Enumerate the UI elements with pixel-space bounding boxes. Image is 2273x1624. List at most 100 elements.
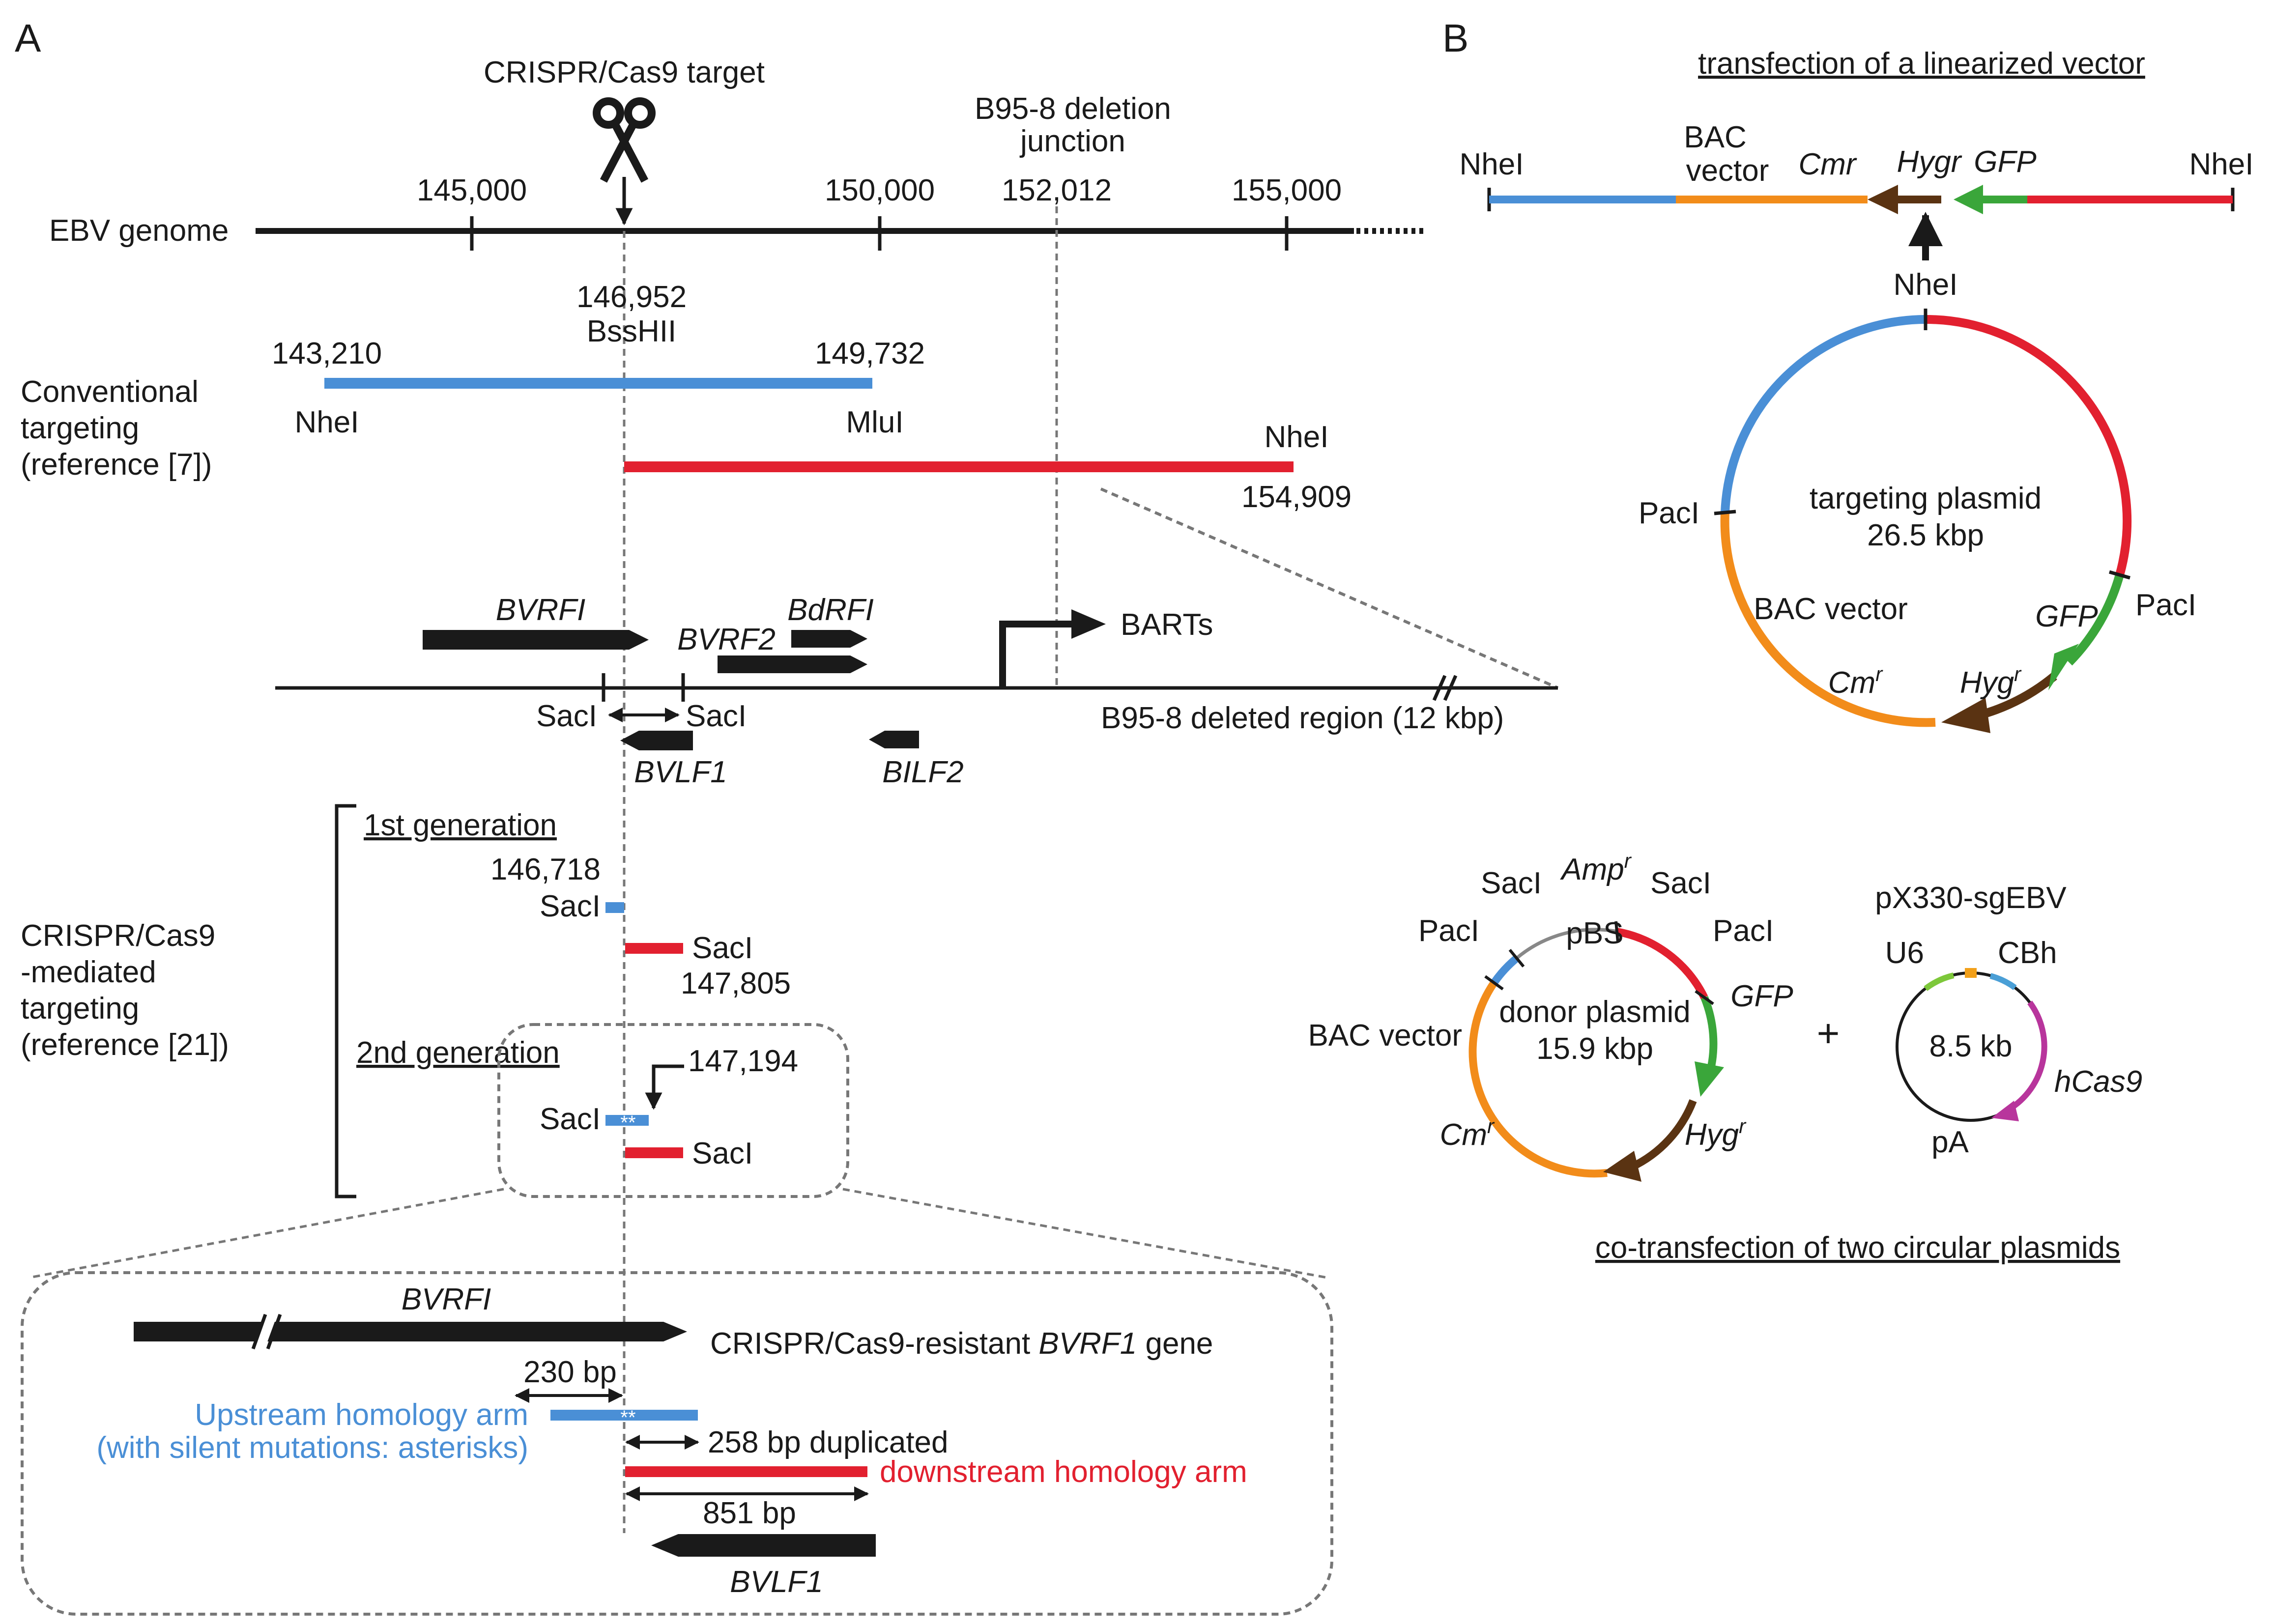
saci-g1-right: SacI (692, 931, 753, 965)
zoom-line-right (842, 1188, 1327, 1279)
px-hcas9-arc (2004, 1000, 2047, 1114)
bilf2-gene-arrow (869, 731, 919, 748)
crispr-label-1: CRISPR/Cas9 (21, 919, 215, 953)
zoom-line-left (29, 1188, 504, 1279)
break-mark (1432, 675, 1447, 701)
inset-box (21, 1271, 1333, 1616)
gen1-heading: 1st generation (364, 808, 557, 842)
dp-label-1: donor plasmid (1499, 995, 1690, 1029)
dp-saci-right: SacI (1650, 866, 1711, 900)
tp-paci-tick-left (1714, 510, 1736, 515)
resistant-gene-label: CRISPR/Cas9-resistant BVRF1 gene (710, 1327, 1213, 1361)
gen2-asterisks: ** (620, 1112, 635, 1134)
inset-break-mark (251, 1313, 267, 1350)
px330-plasmid (1896, 971, 2047, 1122)
lin-cmr-label: Cmr (1798, 147, 1857, 181)
dp-paci-right: PacI (1713, 914, 1774, 948)
pos-146718: 146,718 (490, 853, 601, 886)
dp-saci-left: SacI (1481, 866, 1542, 900)
panel-a-letter: A (15, 16, 41, 60)
tp-hygr-label: Hygr (1960, 662, 2022, 700)
crispr-label-2: -mediated (21, 955, 156, 989)
mlui-label: MluI (846, 405, 903, 439)
targeting-plasmid (1720, 315, 2131, 727)
px-cbh-arc (1989, 973, 2017, 990)
conv-label-3: (reference [7]) (21, 448, 212, 482)
tick-label-145000: 145,000 (417, 173, 527, 207)
tp-label-2: 26.5 kbp (1867, 518, 1984, 552)
tp-gfp-arc (2066, 573, 2124, 666)
barts-label: BARTs (1121, 608, 1213, 642)
saci-g2-right: SacI (692, 1137, 753, 1170)
px-hcas9-label: hCas9 (2054, 1065, 2142, 1099)
dp-paci-left: PacI (1418, 914, 1479, 948)
tp-red-arc (1925, 315, 2131, 576)
px330-label: pX330-sgEBV (1875, 881, 2067, 915)
dp-gfp-arc (1700, 996, 1718, 1072)
pos-147805: 147,805 (681, 967, 791, 1000)
lin-hygr-arrowhead (1868, 185, 1898, 214)
lin-nhei-right: NheI (2189, 147, 2254, 181)
saci-label-left: SacI (536, 699, 597, 733)
deletion-junction-label-1: B95-8 deletion (975, 92, 1171, 126)
cotrans-title: co-transfection of two circular plasmids (1595, 1231, 2120, 1265)
bdrfi-gene-arrow (791, 630, 867, 648)
guide-zoom (1100, 487, 1559, 689)
crispr-bracket (335, 804, 356, 1198)
bp230-label: 230 bp (523, 1355, 617, 1389)
circle-nhei-label: NheI (1894, 268, 1958, 302)
dp-ampr-label: Ampr (1559, 849, 1632, 886)
dp-bac-label: BAC vector (1308, 1019, 1462, 1053)
lin-nhei-left: NheI (1460, 147, 1524, 181)
conv-label-1: Conventional (21, 375, 199, 409)
tp-paci-right: PacI (2135, 588, 2196, 622)
crispr-label-4: (reference [21]) (21, 1028, 229, 1062)
lin-bac-label-2: vector (1686, 154, 1769, 188)
px-sgrna-box (1965, 968, 1977, 978)
tp-gfp-arrowhead (2048, 644, 2079, 690)
inset-break (256, 1315, 276, 1348)
crispr-target-label: CRISPR/Cas9 target (484, 56, 765, 89)
deletion-junction-label-2: junction (1019, 124, 1125, 158)
lin-bac-label-1: BAC (1684, 120, 1746, 154)
upstream-arm-label-2: (with silent mutations: asterisks) (96, 1431, 528, 1465)
pos-147194: 147,194 (688, 1044, 798, 1078)
nhei-label-1: NheI (295, 405, 359, 439)
plus-sign: + (1817, 1011, 1840, 1055)
dp-hygr-label: Hygr (1685, 1114, 1747, 1152)
bvrf2-gene-arrow (718, 655, 867, 673)
dp-paci-tick-right (1695, 990, 1714, 1005)
bp851-label: 851 bp (703, 1496, 796, 1530)
dp-gfp-arrowhead (1695, 1061, 1724, 1097)
bdrfi-label: BdRFI (787, 593, 874, 627)
dp-saci-tick-left (1508, 949, 1525, 968)
tp-label-1: targeting plasmid (1810, 482, 2042, 515)
inset-bvrfi-label: BVRFI (402, 1282, 491, 1316)
bvrf2-label: BVRF2 (677, 623, 776, 656)
donor-plasmid (1468, 928, 1718, 1178)
crispr-label-3: targeting (21, 992, 139, 1026)
pos-143210: 143,210 (272, 337, 382, 370)
bvrfi-gene-arrow (423, 630, 649, 650)
dp-saci-tick-right (1614, 921, 1619, 942)
dp-pbs-label: pBS (1566, 916, 1623, 950)
deleted-region-label: B95-8 deleted region (12 kbp) (1101, 701, 1504, 735)
saci-g2-left: SacI (540, 1102, 601, 1136)
genome-label: EBV genome (49, 214, 229, 248)
px-hcas9-arrowhead (1991, 1101, 2019, 1121)
lin-hygr-label: Hygr (1897, 145, 1962, 179)
bsshii-label: BssHII (587, 314, 677, 348)
downstream-arm-label: downstream homology arm (880, 1455, 1247, 1489)
tp-bac-blue-arc (1721, 315, 1926, 513)
pos-154909: 154,909 (1241, 480, 1352, 514)
dp-label-2: 15.9 kbp (1536, 1032, 1653, 1066)
tick-label-155000: 155,000 (1232, 173, 1342, 207)
break-mark (1443, 675, 1458, 701)
bilf2-label: BILF2 (882, 755, 963, 789)
pos-146952: 146,952 (576, 280, 687, 314)
dp-paci-tick-left (1484, 975, 1504, 991)
tp-paci-tick-right (2109, 570, 2130, 580)
panel-b-letter: B (1442, 16, 1468, 60)
lin-gfp-label: GFP (1974, 145, 2036, 179)
dp-hygr-arrowhead (1603, 1151, 1641, 1182)
